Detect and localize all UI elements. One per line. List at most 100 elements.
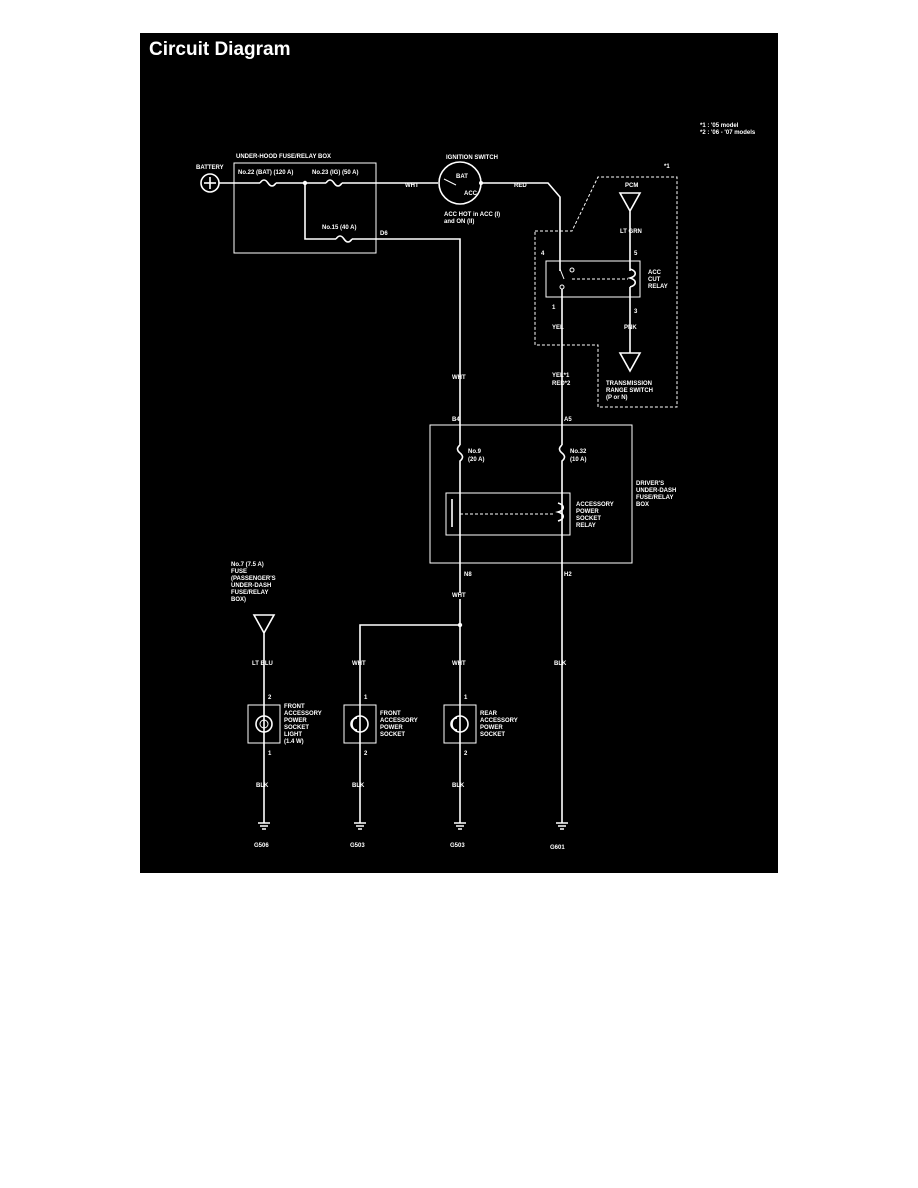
rear-socket-line1: REAR — [480, 711, 498, 717]
ground-icon — [556, 822, 568, 830]
transmission-connector — [618, 352, 642, 373]
wire-red-top: RED — [514, 183, 527, 189]
wire-wht-top: WHT — [405, 183, 419, 189]
wire-blk-3: BLK — [452, 783, 465, 789]
ignition-note-line1: ACC HOT in ACC (I) — [444, 212, 500, 218]
dash-box-label-line4: BOX — [636, 502, 649, 508]
dash-box-label-line1: DRIVER'S — [636, 481, 664, 487]
underhood-box-outline — [233, 162, 377, 254]
acc-relay-coil — [627, 268, 637, 288]
ground-icon — [354, 822, 366, 830]
wire-wht-mid: WHT — [452, 375, 466, 381]
accessory-relay-line1: ACCESSORY — [576, 502, 614, 508]
fuse7-line2: FUSE — [231, 569, 247, 575]
accessory-relay-coil — [555, 502, 565, 522]
driver-dash-fuse-box: B4 A5 No.9 (20 A) No.32 (10 A) ACCESSORY… — [429, 417, 676, 823]
front-socket-pin1: 1 — [364, 695, 368, 701]
circuit-diagram: *1 : '05 model *2 : '06 - '07 models *1 … — [196, 123, 756, 851]
wire-pnk: PNK — [624, 325, 637, 331]
acc-relay-dashed-outline — [534, 176, 678, 408]
front-socket-light: 2 1 FRONT ACCESSORY POWER SOCKET LIGHT (… — [247, 695, 322, 757]
battery-label: BATTERY — [196, 165, 224, 171]
socket-light-line5: LIGHT — [284, 732, 302, 738]
ground-icon — [454, 822, 466, 830]
accessory-relay-line3: SOCKET — [576, 516, 601, 522]
ignition-bat-terminal: BAT — [456, 174, 468, 180]
acc-relay-box — [545, 260, 641, 298]
dash-box-label-line2: UNDER-DASH — [636, 488, 676, 494]
wire-red-note2: RED*2 — [552, 381, 571, 387]
dash-box-outline — [429, 424, 633, 564]
battery: BATTERY — [196, 165, 224, 193]
fuse7-line5: FUSE/RELAY — [231, 590, 268, 596]
relay-pin-4: 4 — [541, 251, 545, 257]
transmission-line2: RANGE SWITCH — [606, 388, 653, 394]
underhood-box-title: UNDER-HOOD FUSE/RELAY BOX — [236, 154, 331, 160]
dash-box-label-line3: FUSE/RELAY — [636, 495, 673, 501]
socket-light-line6: (1.4 W) — [284, 739, 304, 745]
fuse15-label: No.15 (40 A) — [322, 225, 356, 231]
rear-socket-line3: POWER — [480, 725, 503, 731]
underhood-fuse-box: UNDER-HOOD FUSE/RELAY BOX No.22 (BAT) (1… — [219, 154, 461, 445]
ignition-switch-symbol — [438, 161, 482, 205]
front-socket-line3: POWER — [380, 725, 403, 731]
accessory-relay-box — [445, 492, 571, 536]
ignition-switch: IGNITION SWITCH BAT ACC ACC HOT in ACC (… — [438, 155, 500, 225]
terminal-h2: H2 — [564, 572, 572, 578]
fuse9-line1: No.9 — [468, 449, 482, 455]
socket-light-line1: FRONT — [284, 704, 305, 710]
wire-blk-right: BLK — [554, 661, 567, 667]
terminal-b4: B4 — [452, 417, 460, 423]
diagram-panel: Circuit Diagram *1 : '05 model *2 : '06 … — [140, 33, 778, 873]
socket-light-pin1: 1 — [268, 751, 272, 757]
accessory-relay-line4: RELAY — [576, 523, 596, 529]
wire-lt-blu: LT BLU — [252, 661, 273, 667]
acc-relay-label-line1: ACC — [648, 270, 662, 276]
fuse7-line1: No.7 (7.5 A) — [231, 562, 264, 568]
front-accessory-socket: 1 2 FRONT ACCESSORY POWER SOCKET — [343, 695, 418, 757]
acc-relay-label-line3: RELAY — [648, 284, 668, 290]
wire-yel: YEL — [552, 325, 564, 331]
fuse22-symbol — [259, 179, 284, 187]
fuse9-symbol — [456, 444, 464, 593]
relay-pin-5: 5 — [634, 251, 638, 257]
wire-yel-note1: YEL*1 — [552, 373, 570, 379]
acc-cut-relay: PCM LT GRN 4 5 ACC CUT RELAY 1 3 YEL PNK — [534, 176, 678, 445]
fuse32-line2: (10 A) — [570, 457, 586, 463]
wire-blk-2: BLK — [352, 783, 365, 789]
transmission-line3: (P or N) — [606, 395, 628, 401]
wire-lt-grn: LT GRN — [620, 229, 642, 235]
pcm-label: PCM — [625, 183, 638, 189]
page-title: Circuit Diagram — [149, 39, 291, 60]
terminal-d6: D6 — [380, 231, 388, 237]
note-model-05: *1 : '05 model — [700, 123, 739, 129]
fuse15-symbol — [335, 235, 353, 243]
fuse7-line3: (PASSENGER'S — [231, 576, 276, 582]
rear-socket-pin1: 1 — [464, 695, 468, 701]
socket-light-box — [247, 704, 281, 744]
ground-icon — [258, 822, 270, 830]
fuse9-line2: (20 A) — [468, 457, 484, 463]
socket-light-line3: POWER — [284, 718, 307, 724]
wire-wht-lower: WHT — [452, 593, 466, 599]
fuse23-symbol — [325, 179, 352, 187]
transmission-line1: TRANSMISSION — [606, 381, 652, 387]
marker-note1: *1 — [664, 164, 670, 170]
fuse22-label: No.22 (BAT) (120 A) — [238, 170, 293, 176]
ground-g601: G601 — [550, 845, 565, 851]
fuse7-line4: UNDER-DASH — [231, 583, 271, 589]
rear-socket-pin2: 2 — [464, 751, 468, 757]
fuse7-line6: BOX) — [231, 597, 246, 603]
ground-g503-b: G503 — [450, 843, 465, 849]
fuse23-label: No.23 (IG) (50 A) — [312, 170, 358, 176]
ignition-acc-terminal: ACC — [464, 191, 478, 197]
front-socket-line2: ACCESSORY — [380, 718, 418, 724]
socket-light-line4: SOCKET — [284, 725, 309, 731]
ignition-switch-title: IGNITION SWITCH — [446, 155, 498, 161]
ground-g503-a: G503 — [350, 843, 365, 849]
fuse32-symbol — [558, 444, 566, 823]
relay-pin-1: 1 — [552, 305, 556, 311]
socket-light-pin2: 2 — [268, 695, 272, 701]
fuse32-line1: No.32 — [570, 449, 587, 455]
note-model-06-07: *2 : '06 - '07 models — [700, 130, 756, 136]
